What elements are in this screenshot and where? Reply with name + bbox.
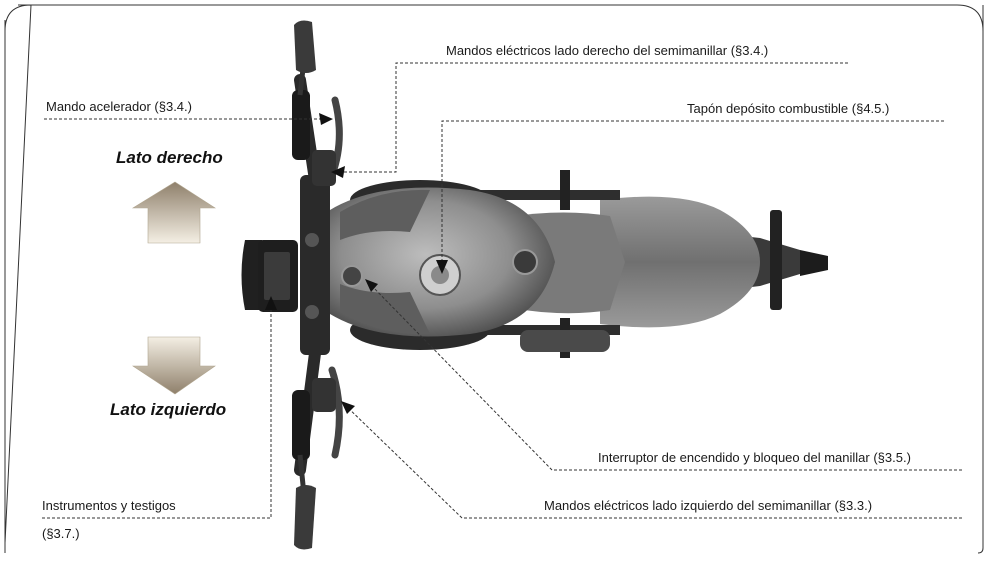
mirror-left — [294, 485, 316, 550]
fork-top-left — [305, 305, 319, 319]
arrow-down-icon — [132, 336, 216, 395]
headlight — [241, 240, 262, 310]
arrowhead-mandos-izquierdo — [341, 401, 355, 414]
leader-instrumentos — [42, 300, 272, 519]
mirror-right — [294, 20, 316, 73]
tank-shroud-left — [340, 284, 430, 335]
label-mandos-izquierdo: Mandos eléctricos lado izquierdo del sem… — [544, 498, 873, 513]
leader-mandos-derecho — [335, 62, 848, 173]
label-acelerador: Mando acelerador (§3.4.) — [46, 99, 192, 114]
clutch-lever — [328, 366, 343, 459]
label-mandos-derecho: Mandos eléctricos lado derecho del semim… — [446, 43, 769, 58]
right-switchgear — [312, 150, 336, 186]
left-switchgear — [312, 378, 336, 412]
motorcycle-illustration — [241, 20, 828, 550]
label-interruptor: Interruptor de encendido y bloqueo del m… — [598, 450, 911, 465]
leader-lines — [42, 62, 962, 519]
arrowhead-mandos-derecho — [331, 166, 345, 178]
leader-arrowheads — [265, 113, 448, 414]
arrowhead-acelerador — [319, 113, 333, 125]
fuel-cap-center — [431, 266, 449, 284]
airbox-cap — [512, 249, 538, 275]
side-label-derecho: Lato derecho — [116, 148, 223, 167]
fork-top-right — [305, 233, 319, 247]
arrowhead-tapon — [436, 260, 448, 274]
footpeg-right — [560, 170, 570, 210]
right-grip — [292, 90, 310, 160]
rear-plate-bracket — [770, 210, 782, 310]
arrowhead-instrumentos — [265, 296, 277, 310]
side-label-izquierdo: Lato izquierdo — [110, 400, 227, 419]
rear-seat — [600, 196, 760, 328]
label-tapon: Tapón depósito combustible (§4.5.) — [687, 101, 890, 116]
label-instrumentos: Instrumentos y testigos — [42, 498, 176, 513]
exhaust — [520, 330, 610, 352]
tank-shroud-right — [340, 189, 430, 240]
left-grip — [292, 390, 310, 460]
ignition-switch — [341, 265, 363, 287]
arrow-up-icon — [131, 181, 217, 244]
arrowhead-interruptor — [365, 279, 378, 292]
label-instrumentos-ref: (§3.7.) — [42, 526, 80, 541]
rear-light — [800, 250, 828, 276]
instrument-screen — [264, 252, 290, 300]
frame-border-right — [977, 5, 984, 554]
frame-rail-top — [470, 190, 620, 200]
leader-tapon — [441, 120, 944, 270]
leader-mandos-izquierdo — [343, 403, 962, 519]
leader-interruptor — [367, 281, 962, 471]
